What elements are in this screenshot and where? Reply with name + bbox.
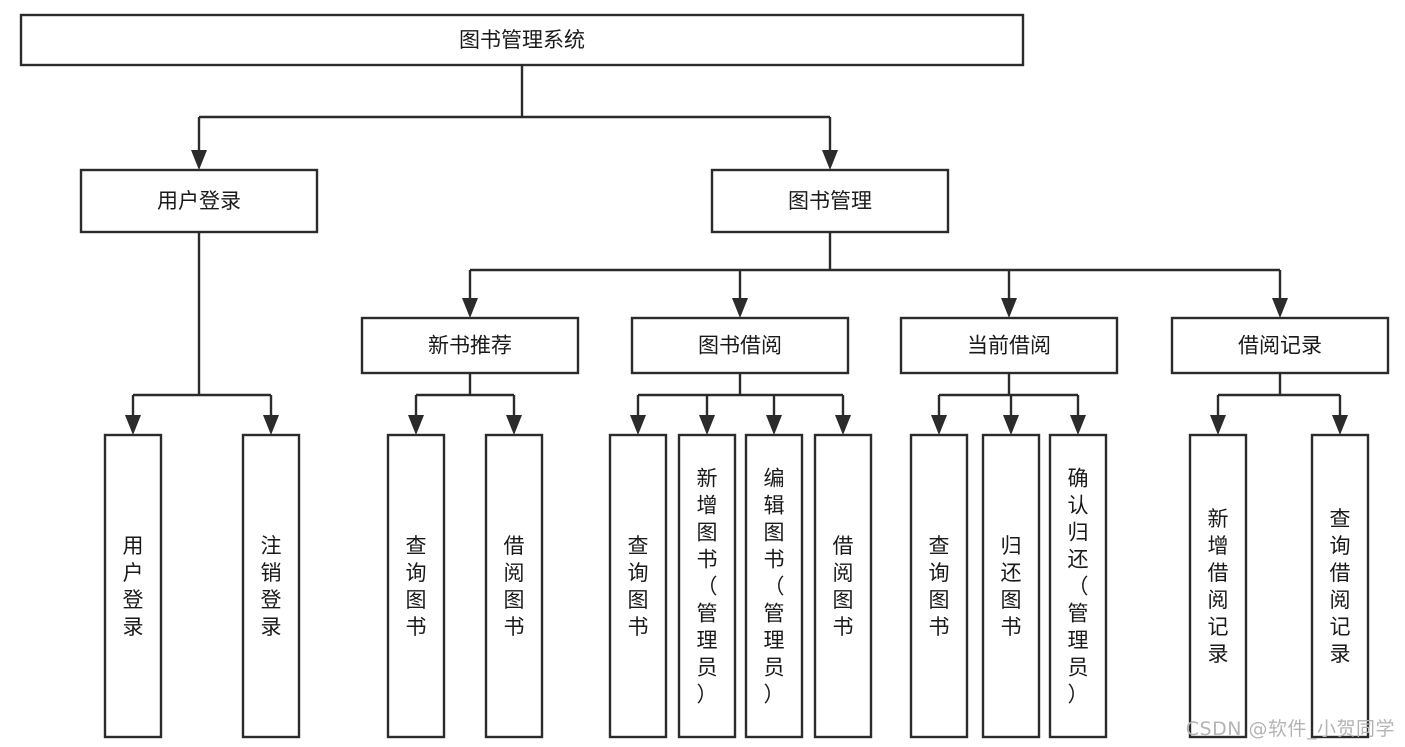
arrow-head-icon xyxy=(1332,415,1348,435)
leaf-rect xyxy=(813,433,873,739)
leaf-node-leaf-user-login[interactable]: 用户登录 xyxy=(103,433,163,739)
leaf-node-leaf-borrow-book-1[interactable]: 借阅图书 xyxy=(484,433,544,739)
leaf-node-leaf-query-book-3[interactable]: 查询图书 xyxy=(909,433,969,739)
node-label: 图书借阅 xyxy=(698,334,782,358)
edges-layer xyxy=(125,65,1348,435)
node-rect xyxy=(710,168,950,234)
node-rect xyxy=(360,316,580,375)
leaf-rect xyxy=(608,433,668,739)
leaf-node-leaf-borrow-book-2[interactable]: 借阅图书 xyxy=(813,433,873,739)
leaf-label: 查询图书 xyxy=(406,534,427,639)
arrow-head-icon xyxy=(822,150,838,170)
leaf-node-leaf-return-book[interactable]: 归还图书 xyxy=(981,433,1041,739)
level2-node-borrow-record[interactable]: 借阅记录 xyxy=(1170,316,1390,375)
level1-node-user-login[interactable]: 用户登录 xyxy=(79,168,319,234)
leaf-label: 归还图书 xyxy=(1001,534,1022,639)
node-rect xyxy=(630,316,850,375)
leaf-label: 编辑图书（管理员） xyxy=(764,467,785,707)
level2-node-new-book-recommend[interactable]: 新书推荐 xyxy=(360,316,580,375)
arrow-head-icon xyxy=(263,415,279,435)
root-node-book-management-system[interactable]: 图书管理系统 xyxy=(19,13,1025,67)
leaf-rect xyxy=(744,433,804,739)
leaf-rect xyxy=(241,433,301,739)
leaf-label: 查询图书 xyxy=(929,534,950,639)
node-label: 当前借阅 xyxy=(967,334,1051,358)
leaf-label: 注销登录 xyxy=(261,534,282,639)
leaf-rect xyxy=(1188,433,1248,739)
node-rect xyxy=(79,168,319,234)
leaf-node-leaf-add-book[interactable]: 新增图书（管理员） xyxy=(677,433,737,739)
node-label: 新书推荐 xyxy=(428,334,512,358)
leaf-label: 用户登录 xyxy=(123,534,144,639)
arrow-head-icon xyxy=(835,415,851,435)
leaf-rect xyxy=(103,433,163,739)
leaf-node-leaf-query-book-2[interactable]: 查询图书 xyxy=(608,433,668,739)
leaf-label: 确认归还（管理员） xyxy=(1068,467,1089,707)
arrow-head-icon xyxy=(766,415,782,435)
arrow-head-icon xyxy=(1003,415,1019,435)
arrow-head-icon xyxy=(931,415,947,435)
leaf-label: 借阅图书 xyxy=(833,534,854,639)
nodes-layer: 图书管理系统用户登录图书管理新书推荐图书借阅当前借阅借阅记录用户登录注销登录查询… xyxy=(19,13,1390,739)
leaf-rect xyxy=(981,433,1041,739)
node-label: 图书管理系统 xyxy=(459,28,585,52)
leaf-label: 查询借阅记录 xyxy=(1330,507,1351,666)
level2-node-book-borrow[interactable]: 图书借阅 xyxy=(630,316,850,375)
node-label: 用户登录 xyxy=(157,189,241,213)
arrow-head-icon xyxy=(1001,298,1017,318)
level2-node-current-borrow[interactable]: 当前借阅 xyxy=(899,316,1119,375)
arrow-head-icon xyxy=(125,415,141,435)
arrow-head-icon xyxy=(1210,415,1226,435)
leaf-node-leaf-query-record[interactable]: 查询借阅记录 xyxy=(1310,433,1370,739)
leaf-node-leaf-edit-book[interactable]: 编辑图书（管理员） xyxy=(744,433,804,739)
leaf-rect xyxy=(386,433,446,739)
csdn-watermark: CSDN @软件_小贺同学 xyxy=(1185,718,1395,740)
leaf-node-leaf-add-record[interactable]: 新增借阅记录 xyxy=(1188,433,1248,739)
leaf-rect xyxy=(484,433,544,739)
arrow-head-icon xyxy=(1070,415,1086,435)
leaf-label: 新增借阅记录 xyxy=(1208,507,1229,666)
arrow-head-icon xyxy=(408,415,424,435)
arrow-head-icon xyxy=(699,415,715,435)
leaf-label: 借阅图书 xyxy=(504,534,525,639)
arrow-head-icon xyxy=(506,415,522,435)
leaf-node-leaf-confirm-return[interactable]: 确认归还（管理员） xyxy=(1048,433,1108,739)
arrow-head-icon xyxy=(462,298,478,318)
node-label: 借阅记录 xyxy=(1238,334,1322,358)
node-rect xyxy=(899,316,1119,375)
leaf-label: 查询图书 xyxy=(628,534,649,639)
leaf-rect xyxy=(1048,433,1108,739)
arrow-head-icon xyxy=(732,298,748,318)
node-rect xyxy=(1170,316,1390,375)
node-rect xyxy=(19,13,1025,67)
leaf-label: 新增图书（管理员） xyxy=(697,467,718,707)
arrow-head-icon xyxy=(630,415,646,435)
level1-node-book-manage[interactable]: 图书管理 xyxy=(710,168,950,234)
leaf-node-leaf-user-logout[interactable]: 注销登录 xyxy=(241,433,301,739)
leaf-rect xyxy=(1310,433,1370,739)
arrow-head-icon xyxy=(191,150,207,170)
arrow-head-icon xyxy=(1272,298,1288,318)
leaf-node-leaf-query-book-1[interactable]: 查询图书 xyxy=(386,433,446,739)
leaf-rect xyxy=(909,433,969,739)
leaf-rect xyxy=(677,433,737,739)
node-label: 图书管理 xyxy=(788,189,872,213)
